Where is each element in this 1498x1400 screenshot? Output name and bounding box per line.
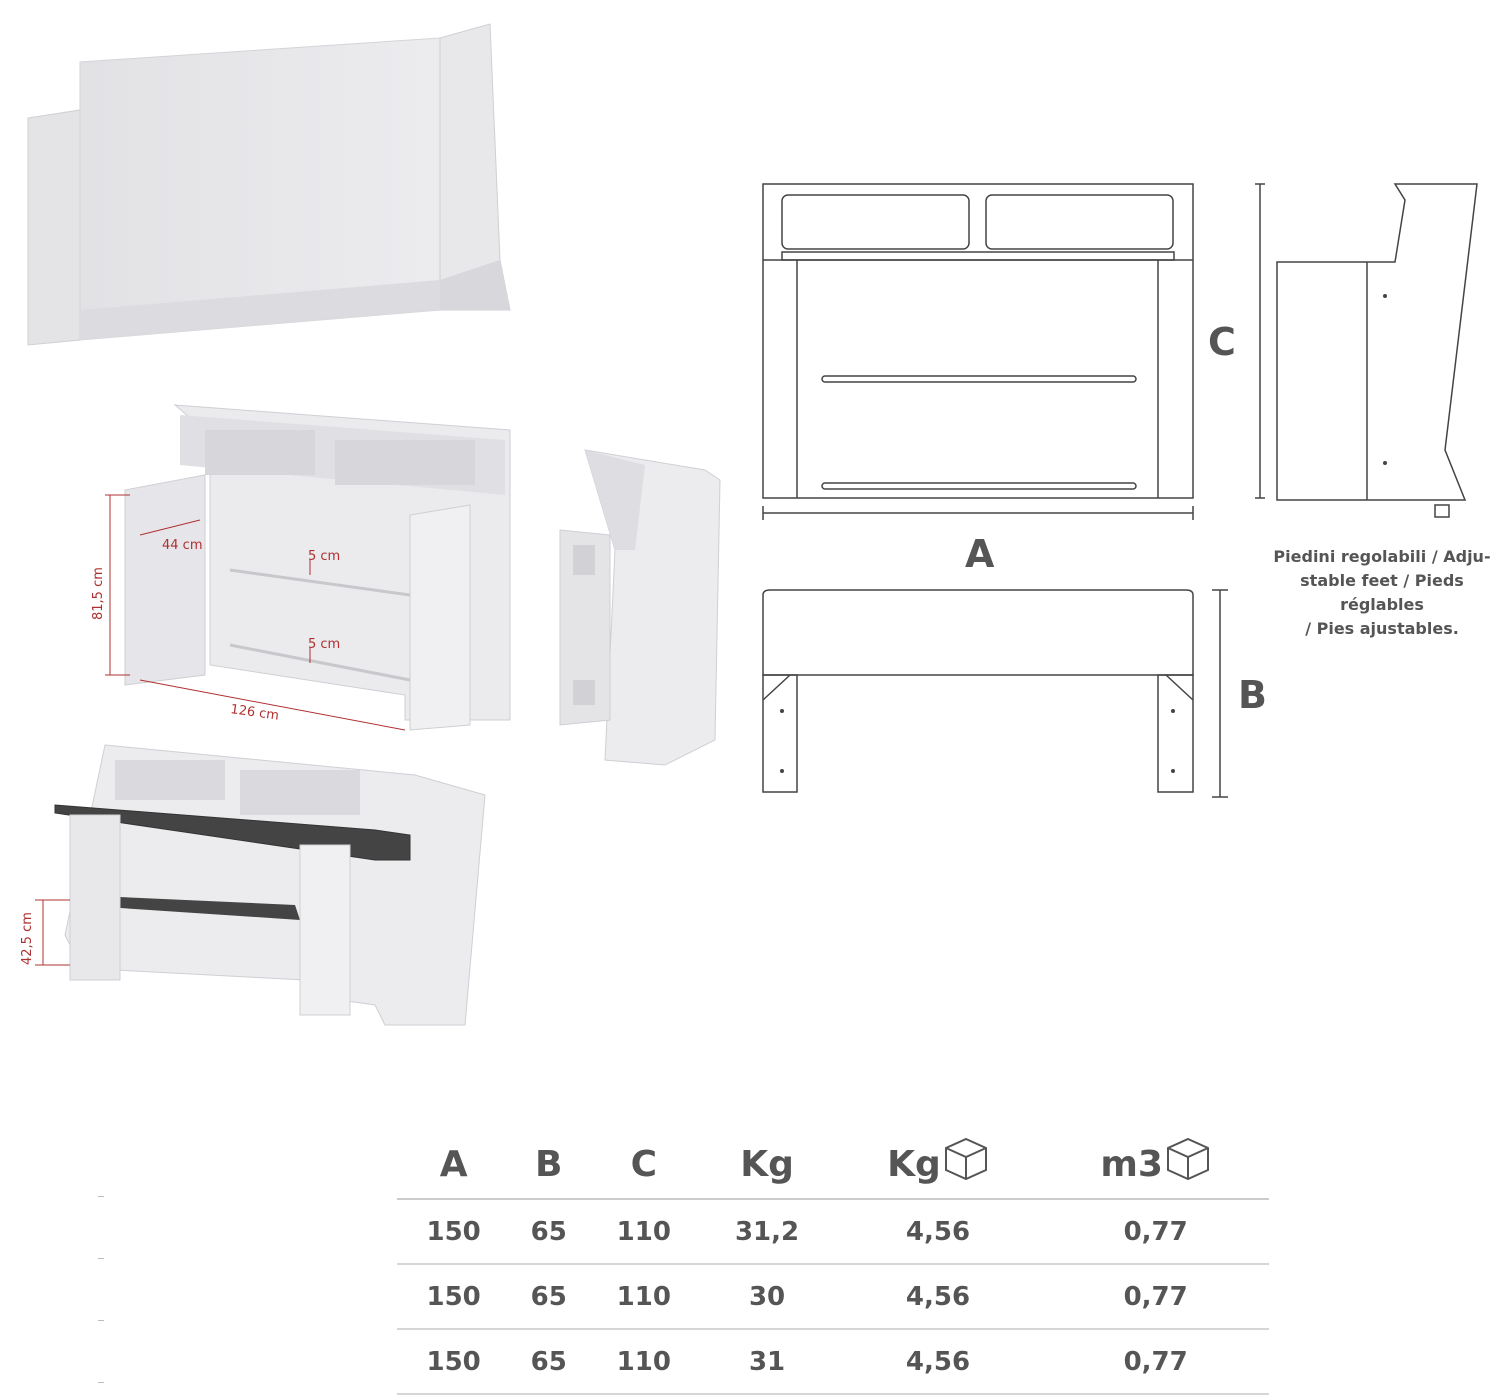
dim-shelf-height-label: 42,5 cm [20,912,35,965]
table-header-row: A B C Kg Kg m3 [397,1130,1269,1200]
package-box-icon [944,1137,987,1180]
header-weight: Kg [700,1130,834,1200]
header-c: C [587,1130,701,1200]
plan-view-drawing [762,589,1228,798]
front-elevation-drawing [762,183,1194,520]
feet-note-line-2: stable feet / Pieds réglables [1300,571,1464,614]
table-cell: 150 [397,1199,511,1265]
table-cell: 150 [397,1264,511,1330]
table-row: 150 65 110 31 4,56 0,77 [397,1329,1269,1395]
table-row: 150 65 110 30 4,56 0,77 [397,1264,1269,1330]
table-cell: 0,77 [1042,1264,1269,1330]
bar-assembled-render: 42,5 cm [20,744,486,1026]
header-package-volume: m3 [1042,1130,1269,1200]
table-cell: 4,56 [833,1329,1043,1395]
table-cell: 110 [587,1199,701,1265]
feet-note-line-3: / Pies ajustables. [1305,619,1459,638]
table-cell: 4,56 [833,1264,1043,1330]
package-box-icon [1166,1137,1209,1180]
table-cell: 0,77 [1042,1199,1269,1265]
dim-height-label: 81,5 cm [91,567,106,620]
dimension-label-b: B [1238,673,1267,717]
table-cell: 65 [510,1264,588,1330]
table-cell: 110 [587,1329,701,1395]
dim-shelf-bottom-label: 5 cm [308,637,340,652]
table-cell: 31 [700,1329,834,1395]
header-a: A [397,1130,511,1200]
table-cell: 31,2 [700,1199,834,1265]
dim-shelf-top-label: 5 cm [308,549,340,564]
dimension-label-c: C [1208,320,1236,364]
margin-tick [98,1258,104,1259]
table-cell: 150 [397,1329,511,1395]
margin-tick [98,1196,104,1197]
table-cell: 30 [700,1264,834,1330]
table-cell: 110 [587,1264,701,1330]
bar-back-render [20,10,540,390]
adjustable-feet-note: Piedini regolabili / Adju- stable feet /… [1262,545,1498,641]
bar-inner-render: 81,5 cm 44 cm 5 cm 5 cm 126 cm [91,404,511,731]
feet-note-line-1: Piedini regolabili / Adju- [1273,547,1491,566]
dim-width-label: 126 cm [229,702,279,724]
dimension-label-a: A [965,532,995,576]
table-cell: 65 [510,1329,588,1395]
header-package-weight: Kg [833,1130,1043,1200]
table-cell: 4,56 [833,1199,1043,1265]
margin-tick [98,1320,104,1321]
side-elevation-drawing [1255,183,1478,518]
corner-module-render [559,449,721,766]
dim-depth-label: 44 cm [162,538,203,553]
margin-tick [98,1382,104,1383]
header-b: B [510,1130,588,1200]
table-row: 150 65 110 31,2 4,56 0,77 [397,1199,1269,1265]
table-cell: 65 [510,1199,588,1265]
specifications-table: A B C Kg Kg m3 150 65 110 31,2 4,56 0,77… [397,1130,1269,1395]
table-cell: 0,77 [1042,1329,1269,1395]
